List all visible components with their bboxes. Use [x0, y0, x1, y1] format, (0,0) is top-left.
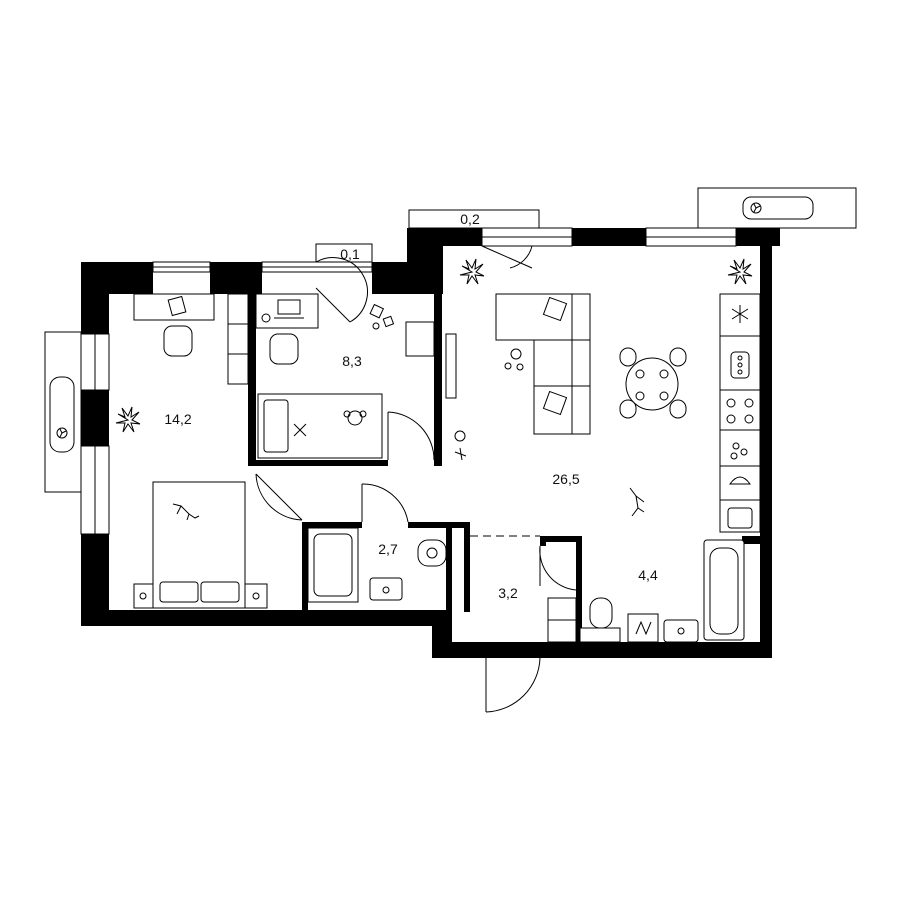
wall-segment [302, 522, 362, 528]
childroom-furniture [255, 293, 435, 459]
wall-segment [210, 262, 262, 294]
bedroom-furniture [115, 293, 268, 609]
cistern [579, 627, 621, 643]
hall-fixtures [547, 597, 577, 643]
notebook-icon [167, 295, 187, 317]
armchair [405, 321, 435, 357]
ac-unit [742, 196, 814, 220]
snowflake-icon [731, 305, 749, 323]
chair [619, 347, 637, 367]
dining-table [625, 357, 679, 411]
chair [669, 399, 687, 419]
room-area-living-kitchen: 26,5 [552, 471, 579, 487]
oven-icon [730, 351, 750, 379]
pillow [200, 581, 240, 603]
doors [255, 245, 577, 713]
laptop-icon [277, 299, 301, 315]
shower-tray [313, 533, 353, 597]
cat-icon [629, 487, 645, 517]
dishes-icon [730, 442, 748, 460]
toy-icon [293, 423, 307, 437]
wall-segment [572, 228, 646, 246]
living-furniture [445, 258, 761, 533]
area-labels: 14,2 8,3 26,5 2,7 3,2 4,4 0,1 0,2 [164, 211, 658, 601]
balcony-b [408, 209, 540, 229]
wall-segment [434, 294, 442, 466]
washbasin [369, 577, 403, 601]
windows [80, 227, 737, 535]
tv-unit [445, 333, 457, 399]
plant-icon [115, 406, 141, 433]
sofa [533, 339, 591, 435]
kitchen-counter [719, 293, 761, 533]
wall-segment [256, 460, 388, 466]
wall-segment [760, 228, 772, 658]
pillow [263, 399, 289, 453]
balcony-area-a: 0,1 [340, 246, 360, 262]
nightstand [133, 583, 154, 609]
cushion [542, 296, 568, 322]
wall-segment [446, 528, 452, 612]
washbasin [663, 619, 699, 643]
ball-icon [454, 430, 466, 442]
room-area-hall: 3,2 [498, 585, 518, 601]
bathroom-fixtures [579, 539, 745, 643]
wall-segment [540, 642, 580, 658]
plant-icon [727, 258, 753, 285]
toy-icon [369, 303, 395, 330]
room-area-bedroom: 14,2 [164, 411, 191, 427]
washing-machine-icon [635, 620, 652, 636]
wall-segment [81, 390, 109, 446]
bathtub-inner [709, 547, 739, 635]
toilet [417, 539, 447, 567]
wall-segment [407, 228, 482, 246]
balconies [44, 187, 857, 493]
cushion [542, 390, 568, 416]
toilet [589, 597, 613, 629]
room-area-childroom: 8,3 [342, 353, 362, 369]
chair [669, 347, 687, 367]
room-area-bathroom-small: 2,7 [378, 541, 398, 557]
wall-segment [540, 536, 546, 546]
sink-icon [729, 476, 751, 485]
wall-segment [408, 522, 470, 528]
chair [163, 325, 193, 357]
wall-segment [81, 262, 109, 334]
fan-icon [750, 202, 762, 214]
wall-segment [432, 642, 772, 658]
toy-icon [343, 410, 367, 426]
ac-unit [49, 376, 75, 453]
wall-segment [540, 536, 582, 542]
fan-icon [56, 427, 68, 439]
wall-segment [736, 228, 780, 246]
cat-icon [172, 503, 200, 521]
room-area-bathroom: 4,4 [638, 567, 658, 583]
balcony-area-b: 0,2 [460, 211, 480, 227]
sink-icon [727, 507, 753, 529]
wall-segment [248, 294, 256, 466]
walls [81, 228, 780, 658]
sofa [495, 293, 591, 341]
toy-icon [454, 447, 467, 461]
wall-segment [464, 528, 470, 612]
wall-segment [302, 522, 308, 612]
wall-segment [576, 536, 582, 646]
chair [619, 399, 637, 419]
small-bathroom-fixtures [307, 527, 447, 603]
lamp-icon [261, 313, 271, 323]
wall-segment [742, 536, 760, 544]
wall-segment [432, 610, 452, 658]
plant-icon [459, 258, 485, 285]
nightstand [244, 583, 268, 609]
pillow [159, 581, 199, 603]
chair [269, 333, 299, 365]
toy-icon [510, 348, 522, 360]
stove-icon [726, 398, 754, 424]
wardrobe [227, 293, 249, 385]
wall-segment [81, 610, 451, 626]
